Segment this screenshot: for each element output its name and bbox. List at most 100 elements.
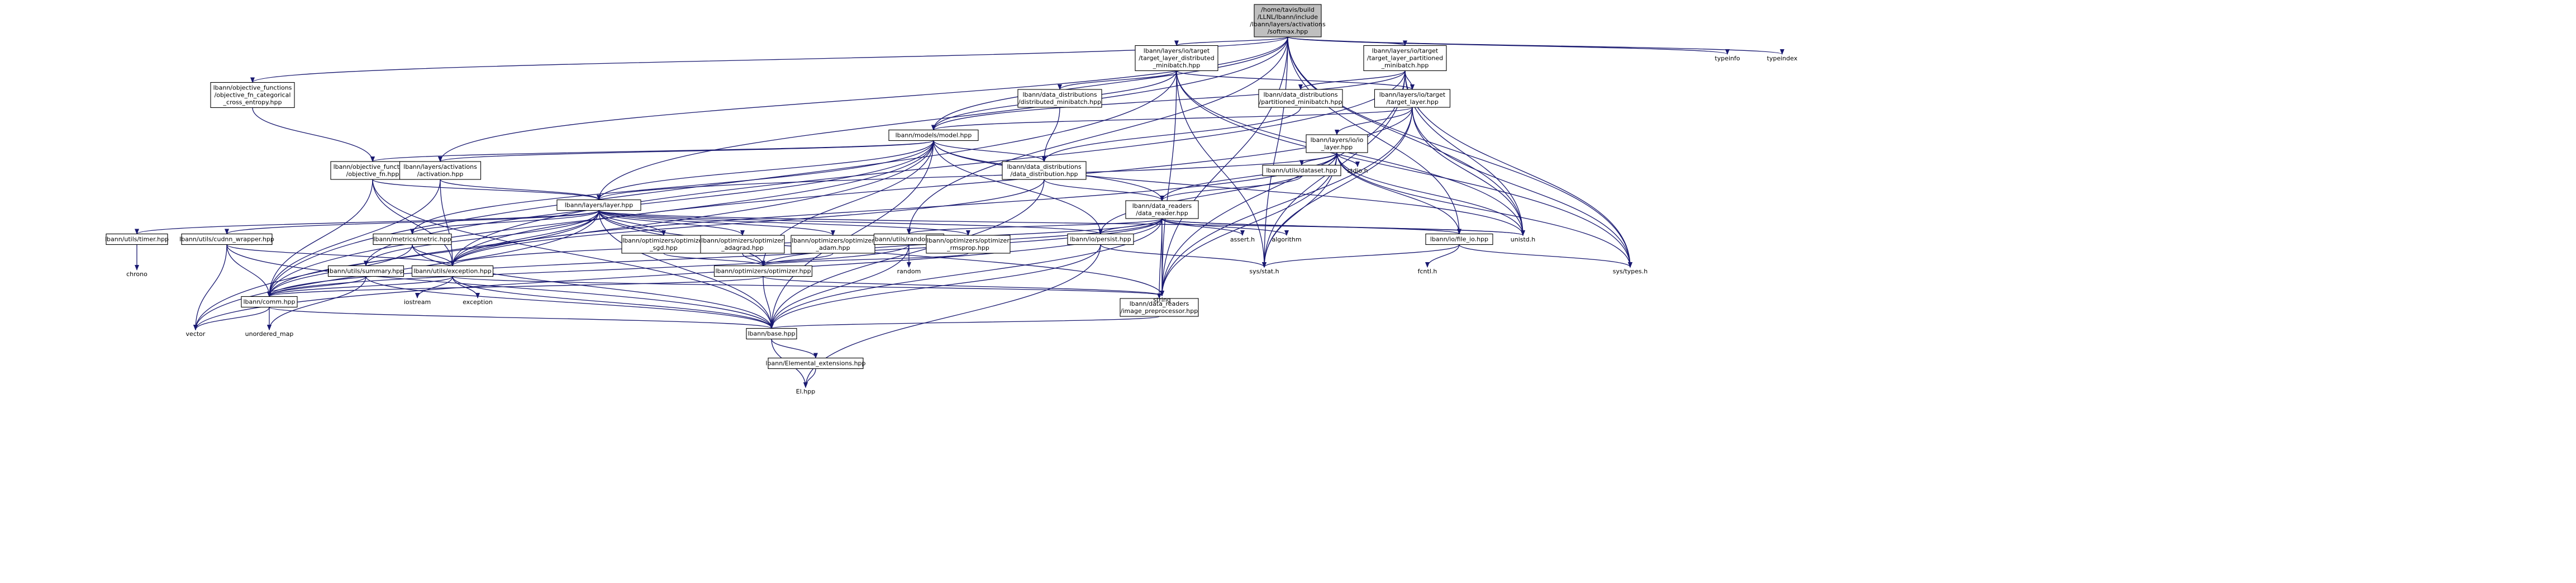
node-label-adagrad-line-0: lbann/optimizers/optimizer <box>701 237 784 244</box>
node-box-persist <box>1067 233 1134 245</box>
external-header-unistd: unistd.h <box>1511 236 1536 243</box>
node-elemental[interactable]: lbann/Elemental_extensions.hpp <box>765 357 866 369</box>
node-label-layer-line-0: lbann/layers/layer.hpp <box>565 202 634 209</box>
edge-tl-to-io_layer <box>1335 107 1413 135</box>
node-base[interactable]: lbann/base.hpp <box>746 328 797 340</box>
node-dd_pm[interactable]: lbann/data_distributions/partitioned_min… <box>1258 89 1343 108</box>
node-box-softmax <box>1254 4 1322 37</box>
edge-summary-to-comm <box>267 276 366 297</box>
edge-persist-to-sysstat <box>1100 244 1266 268</box>
edge-tl-to-systypes <box>1412 107 1632 268</box>
edge-model-to-base <box>769 140 934 329</box>
edge-reader-to-assert <box>1161 218 1245 236</box>
node-tld[interactable]: lbann/layers/io/target/target_layer_dist… <box>1135 45 1218 72</box>
edge-layer-to-sgd <box>598 210 666 236</box>
edge-model-to-dd <box>933 140 1046 162</box>
node-label-persist-line-0: lbann/io/persist.hpp <box>1070 236 1131 243</box>
node-label-file_io-line-0: lbann/io/file_io.hpp <box>1430 236 1488 243</box>
node-optimizer[interactable]: lbann/optimizers/optimizer.hpp <box>713 265 813 277</box>
edge-dd-to-reader <box>1044 179 1164 201</box>
node-rmsprop[interactable]: lbann/optimizers/optimizer_rmsprop.hpp <box>926 235 1011 254</box>
edge-sgd-to-optimizer <box>663 253 765 267</box>
edge-tl-to-unistd <box>1412 107 1525 236</box>
node-adagrad[interactable]: lbann/optimizers/optimizer_adagrad.hpp <box>700 235 785 254</box>
node-label-sgd-line-0: lbann/optimizers/optimizer <box>622 237 705 244</box>
edge-io_layer-to-stdio <box>1336 152 1360 167</box>
edge-exception-to-string <box>452 276 1164 296</box>
edge-softmax-to-file_io <box>1287 36 1461 235</box>
node-exception[interactable]: lbann/utils/exception.hpp <box>411 265 494 277</box>
edge-summary-to-base <box>365 276 774 329</box>
node-adam[interactable]: lbann/optimizers/optimizer_adam.hpp <box>791 235 875 254</box>
edge-summary-to-unordered_map <box>267 276 366 330</box>
node-file_io[interactable]: lbann/io/file_io.hpp <box>1425 233 1493 245</box>
edge-layer-to-unistd <box>598 210 1525 236</box>
edge-cudnn-to-exception <box>226 244 455 267</box>
edge-dd-to-exception <box>450 179 1045 267</box>
node-summary[interactable]: lbann/utils/summary.hpp <box>327 265 404 277</box>
edge-random-to-comm <box>267 244 910 297</box>
node-metric[interactable]: lbann/metrics/metric.hpp <box>373 233 452 245</box>
node-dd_dm[interactable]: lbann/data_distributions/distributed_min… <box>1017 89 1102 108</box>
edge-obj_cce-to-obj_fn <box>252 107 375 162</box>
node-cudnn[interactable]: lbann/utils/cudnn_wrapper.hpp <box>179 233 274 245</box>
node-comm[interactable]: lbann/comm.hpp <box>241 296 298 308</box>
external-header-unordered_map: unordered_map <box>245 330 294 338</box>
node-label-dd_pm-line-1: /partitioned_minibatch.hpp <box>1259 98 1342 106</box>
node-timer[interactable]: lbann/utils/timer.hpp <box>105 233 169 245</box>
node-label-img_pre-line-0: lbann/data_readers <box>1130 300 1189 307</box>
external-header-algorithm: algorithm <box>1272 236 1301 243</box>
external-header-sysstat: sys/stat.h <box>1249 268 1279 275</box>
node-label-img_pre-line-1: /image_preprocessor.hpp <box>1121 307 1198 315</box>
edge-layer-to-adagrad <box>598 210 745 236</box>
node-label-reader-line-1: /data_reader.hpp <box>1136 210 1188 217</box>
node-io_layer[interactable]: lbann/layers/io/io_layer.hpp <box>1306 134 1368 153</box>
node-img_pre[interactable]: lbann/data_readers/image_preprocessor.hp… <box>1120 298 1199 317</box>
node-label-obj_cce-line-2: _cross_entropy.hpp <box>223 99 282 106</box>
external-header-exception_std: exception <box>463 298 493 306</box>
node-persist[interactable]: lbann/io/persist.hpp <box>1067 233 1134 245</box>
node-label-comm-line-0: lbann/comm.hpp <box>243 298 295 306</box>
external-header-assert: assert.h <box>1230 236 1255 243</box>
edge-tld-to-tl <box>1176 70 1415 90</box>
edge-layer-to-timer <box>135 210 599 235</box>
node-label-dd_dm-line-0: lbann/data_distributions <box>1022 91 1097 98</box>
node-label-softmax-line-1: /LLNL/lbann/include <box>1258 13 1318 21</box>
node-box-base <box>746 328 797 340</box>
edge-reader-to-base <box>769 218 1163 329</box>
external-header-chrono: chrono <box>126 271 147 278</box>
node-label-obj_fn-line-1: /objective_fn.hpp <box>346 170 399 178</box>
node-tlp[interactable]: lbann/layers/io/target/target_layer_part… <box>1363 45 1447 72</box>
edge-tlp-to-model <box>931 70 1406 131</box>
node-model[interactable]: lbann/models/model.hpp <box>888 129 979 141</box>
node-label-dd-line-0: lbann/data_distributions <box>1007 163 1081 170</box>
edge-img_pre-to-base <box>769 316 1160 329</box>
node-box-tl <box>1374 89 1451 108</box>
node-tl[interactable]: lbann/layers/io/target/target_layer.hpp <box>1374 89 1451 108</box>
edge-optimizer-to-comm <box>267 276 764 297</box>
edge-metric-to-base <box>412 244 774 329</box>
node-box-sgd <box>621 235 706 254</box>
edge-layer-to-comm <box>267 210 599 297</box>
node-sgd[interactable]: lbann/optimizers/optimizer_sgd.hpp <box>621 235 706 254</box>
node-box-model <box>888 129 979 141</box>
edge-reader-to-algorithm <box>1161 218 1289 236</box>
node-label-dd_dm-line-1: /distributed_minibatch.hpp <box>1018 98 1101 106</box>
node-layer[interactable]: lbann/layers/layer.hpp <box>556 199 641 211</box>
node-label-tld-line-1: /target_layer_distributed <box>1139 55 1214 62</box>
node-box-tlp <box>1363 45 1447 72</box>
node-box-layer <box>556 199 641 211</box>
node-reader[interactable]: lbann/data_readers/data_reader.hpp <box>1125 200 1199 219</box>
node-obj_cce[interactable]: lbann/objective_functions/objective_fn_c… <box>210 82 295 108</box>
node-dataset[interactable]: lbann/utils/dataset.hpp <box>1262 164 1341 177</box>
node-box-timer <box>106 233 168 245</box>
node-box-io_layer <box>1306 134 1368 153</box>
node-act[interactable]: lbann/layers/activations/activation.hpp <box>399 161 482 180</box>
edge-io_layer-to-dataset <box>1299 152 1337 166</box>
node-label-tld-line-0: lbann/layers/io/target <box>1144 48 1210 55</box>
node-dd[interactable]: lbann/data_distributions/data_distributi… <box>1002 161 1087 180</box>
node-label-tlp-line-0: lbann/layers/io/target <box>1372 48 1439 55</box>
node-label-rmsprop-line-1: _rmsprop.hpp <box>946 244 989 252</box>
edge-comm-to-vector <box>193 307 270 330</box>
external-header-stdio: stdio.h <box>1347 167 1368 174</box>
